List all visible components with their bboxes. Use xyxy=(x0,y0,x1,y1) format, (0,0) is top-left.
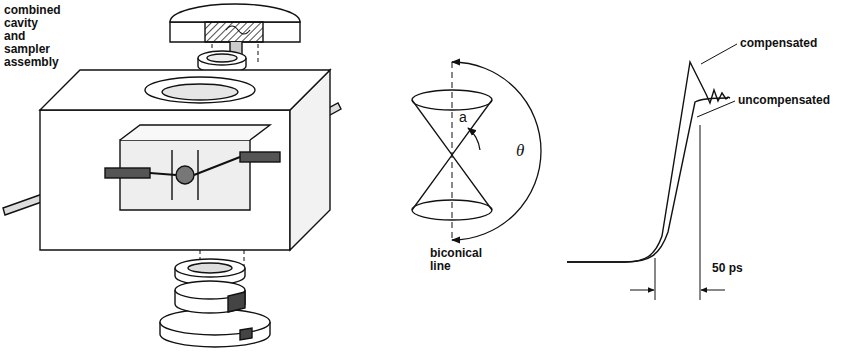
dimension-label: 50 ps xyxy=(712,262,743,275)
angle-pointer xyxy=(468,128,480,150)
cavity-block xyxy=(105,168,150,178)
label-text: θ xyxy=(516,141,524,160)
leader-line xyxy=(697,101,735,117)
cavity-block xyxy=(150,157,240,175)
dimension-symbol: a xyxy=(459,110,467,125)
biconical-line xyxy=(412,200,492,220)
cavity-cap xyxy=(170,4,300,22)
cavity-block xyxy=(240,152,280,162)
sampler-base xyxy=(240,328,252,340)
cavity-assembly xyxy=(3,4,341,347)
biconical-line xyxy=(412,90,492,110)
label-text: compensated xyxy=(740,36,817,50)
assembly-label: combined cavity and sampler assembly xyxy=(4,4,61,69)
cavity-block xyxy=(162,84,238,100)
dimension-arrow xyxy=(630,290,654,291)
cavity-block xyxy=(40,70,330,110)
biconical-line xyxy=(452,62,453,240)
cavity-cap xyxy=(170,22,300,42)
sampler-base xyxy=(160,281,270,347)
label-text: biconical line xyxy=(430,246,482,273)
uncompensated-trace xyxy=(567,98,728,262)
biconical-line xyxy=(412,62,541,240)
angle-arc xyxy=(452,62,541,240)
label-text: 50 ps xyxy=(712,261,743,275)
cavity-ring xyxy=(207,54,237,62)
cavity-block xyxy=(145,77,255,103)
cavity-block xyxy=(176,166,194,184)
cavity-cap xyxy=(226,26,250,34)
label-text: a xyxy=(459,109,467,125)
waveform xyxy=(567,44,737,300)
cavity-block xyxy=(40,70,330,250)
label-text: combined cavity and sampler assembly xyxy=(4,3,61,69)
cavity-ring xyxy=(198,51,246,65)
trace-label: uncompensated xyxy=(738,94,830,107)
label-text: uncompensated xyxy=(738,93,830,107)
biconical-line xyxy=(412,100,492,210)
cavity-block xyxy=(40,110,290,250)
dimension-line xyxy=(700,125,701,300)
cavity-cap xyxy=(170,4,300,58)
figure-label: biconical line xyxy=(430,247,482,273)
sampler-disc xyxy=(175,259,245,277)
compensated-trace xyxy=(567,62,730,262)
dimension-line xyxy=(655,258,656,300)
angle-symbol: θ xyxy=(516,141,524,160)
centre-line xyxy=(258,44,259,62)
trace-label: compensated xyxy=(740,37,817,50)
leader-line xyxy=(701,44,737,64)
cavity-block xyxy=(120,125,270,140)
cavity-cap xyxy=(205,22,263,42)
sampler-base xyxy=(228,292,245,312)
dimension-arrow xyxy=(701,290,725,291)
sampler-disc xyxy=(188,263,232,273)
